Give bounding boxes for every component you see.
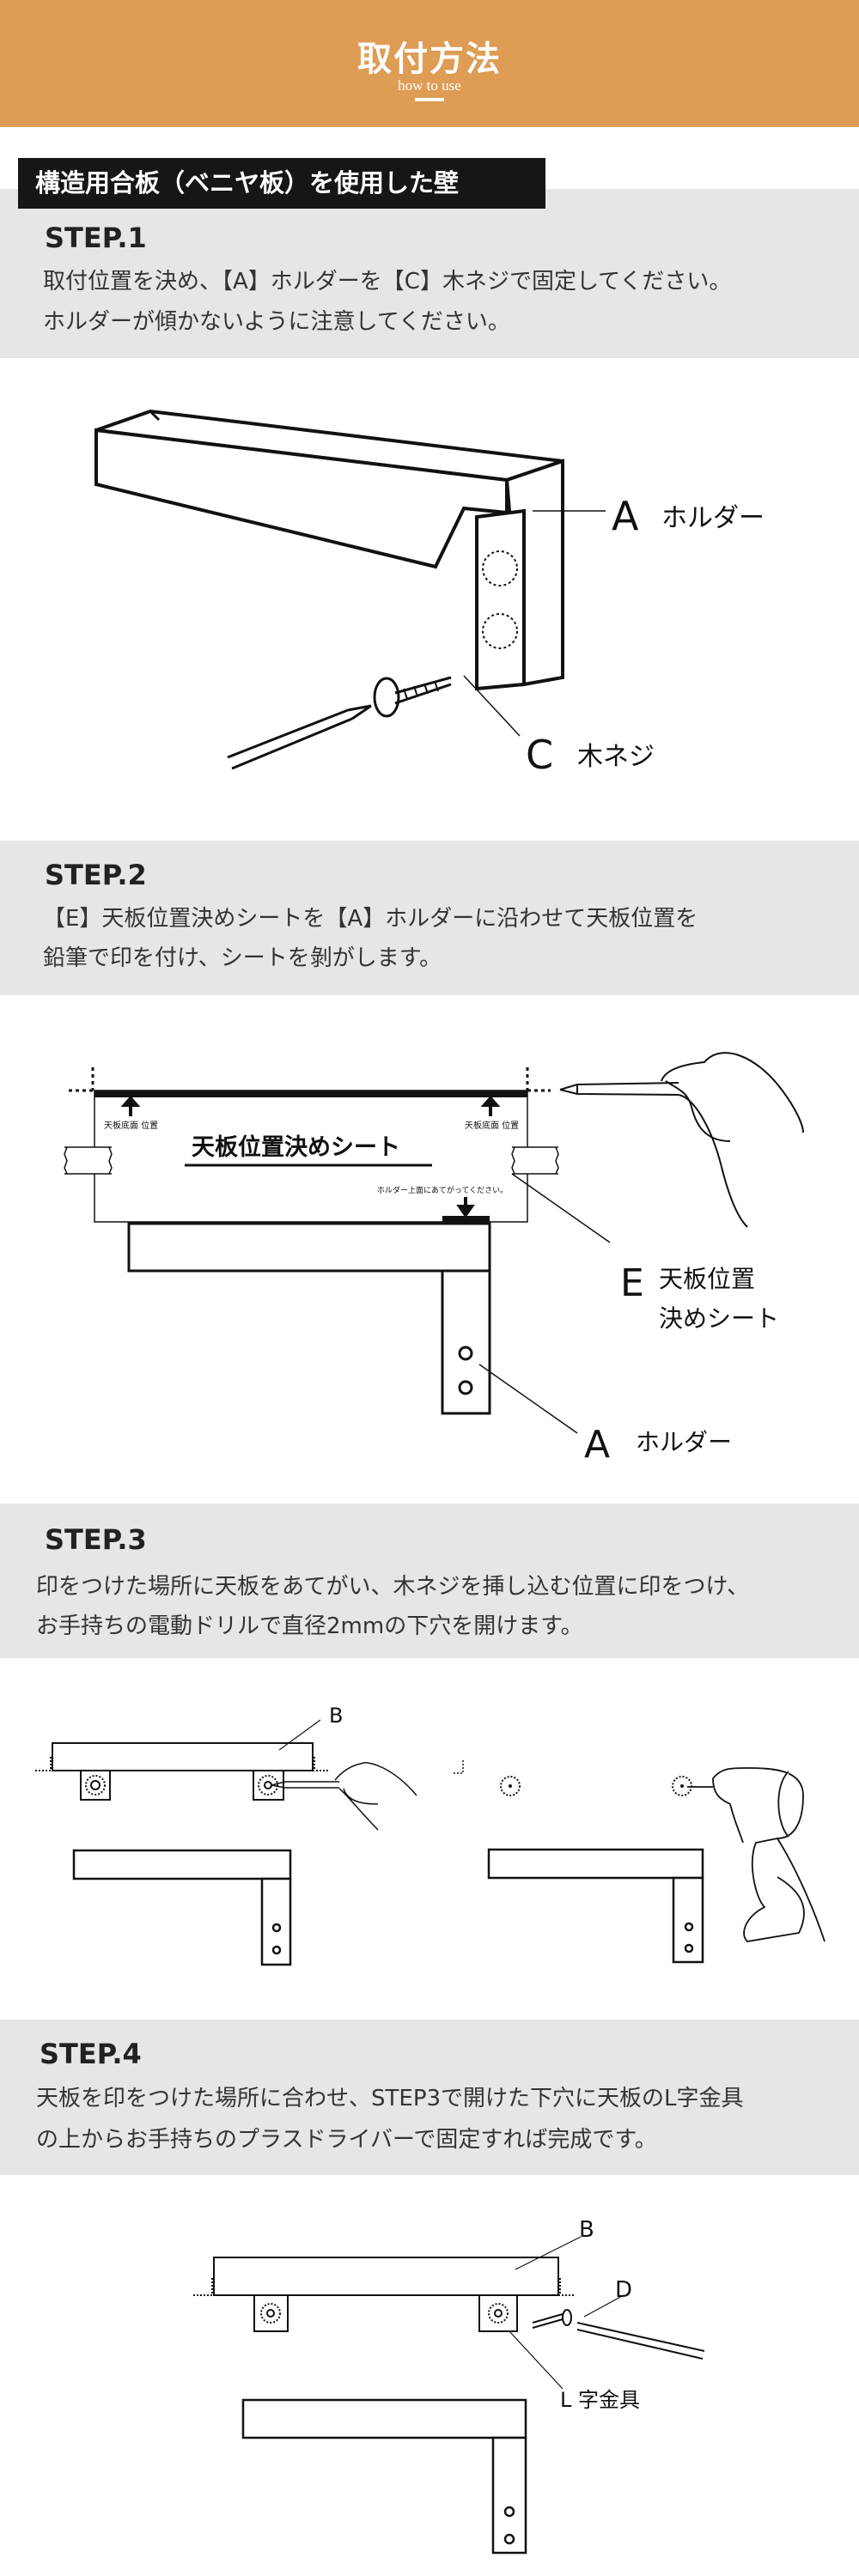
page-header: 取付方法 how to use bbox=[0, 0, 859, 127]
electric-drill-icon bbox=[687, 1767, 825, 1942]
bottom-position-left: 天板底面 位置 bbox=[104, 1120, 158, 1131]
holder-right bbox=[487, 1848, 704, 1964]
sheet-title: 天板位置決めシート bbox=[192, 1133, 400, 1161]
label-a-letter: A bbox=[584, 1423, 610, 1467]
pencil-hand-icon bbox=[559, 1052, 804, 1228]
tape-right bbox=[511, 1146, 559, 1175]
label-a-letter: A bbox=[612, 493, 639, 539]
step1-line2: ホルダーが傾かないように注意してください。 bbox=[43, 309, 510, 335]
label-e-letter: E bbox=[620, 1261, 644, 1305]
step2-title: STEP.2 bbox=[45, 859, 147, 891]
step1-line1: 取付位置を決め、【A】ホルダーを【C】木ネジで固定してください。 bbox=[43, 269, 732, 295]
position-sheet: 天板底面 位置 天板底面 位置 天板位置決めシート ホルダー上面にあてがってくだ… bbox=[64, 1067, 559, 1223]
screwdriver-icon bbox=[227, 704, 372, 770]
step1-band bbox=[0, 189, 859, 358]
bottom-position-right: 天板底面 位置 bbox=[465, 1120, 519, 1131]
step2-band bbox=[0, 841, 859, 995]
label-a-name: ホルダー bbox=[636, 1428, 732, 1456]
step2-diagram: 天板底面 位置 天板底面 位置 天板位置決めシート ホルダー上面にあてがってくだ… bbox=[64, 1052, 804, 1467]
step3-line2: お手持ちの電動ドリルで直径2mmの下穴を開けます。 bbox=[36, 1613, 583, 1639]
label-e-name-2: 決めシート bbox=[659, 1304, 779, 1333]
step3-diagram: B bbox=[35, 1704, 825, 1966]
label-l-bracket: L 字金具 bbox=[560, 2388, 640, 2412]
section-label: 構造用合板（ベニヤ板）を使用した壁 bbox=[18, 158, 545, 209]
step1-diagram: A ホルダー C 木ネジ bbox=[94, 409, 765, 778]
screw-screwdriver-icon bbox=[532, 2309, 705, 2360]
label-e-name-1: 天板位置 bbox=[659, 1265, 755, 1293]
step3-line1: 印をつけた場所に天板をあてがい、木ネジを挿し込む位置に印をつけ、 bbox=[36, 1574, 750, 1600]
label-a-name: ホルダー bbox=[661, 503, 765, 533]
label-c-letter: C bbox=[526, 732, 553, 778]
tape-left bbox=[64, 1146, 113, 1175]
step4-band bbox=[0, 2020, 859, 2175]
step2-line2: 鉛筆で印を付け、シートを剝がします。 bbox=[43, 945, 442, 971]
label-b-letter: B bbox=[579, 2217, 594, 2243]
holder-note: ホルダー上面にあてがってください。 bbox=[377, 1185, 508, 1195]
label-c-name: 木ネジ bbox=[577, 742, 655, 772]
step1-title: STEP.1 bbox=[45, 222, 147, 254]
step4-diagram: B D L 字金具 bbox=[193, 2217, 705, 2555]
holder-bottom bbox=[241, 2398, 527, 2555]
label-b-letter: B bbox=[329, 1704, 343, 1728]
wood-screw-icon bbox=[373, 676, 452, 718]
board-marking bbox=[35, 1742, 329, 1801]
step4-title: STEP.4 bbox=[40, 2038, 142, 2070]
pencil-hand-icon bbox=[271, 1762, 417, 1831]
label-d-letter: D bbox=[615, 2277, 632, 2303]
step3-title: STEP.3 bbox=[45, 1523, 147, 1556]
step2-line1: 【E】天板位置決めシートを【A】ホルダーに沿わせて天板位置を bbox=[43, 906, 698, 932]
holder-3d bbox=[94, 409, 564, 691]
step4-line2: の上からお手持ちのプラスドライバーで固定すれば完成です。 bbox=[36, 2127, 657, 2153]
page-title: 取付方法 bbox=[357, 39, 502, 79]
holder-left bbox=[72, 1849, 292, 1966]
title-underline bbox=[415, 98, 444, 101]
step4-line1: 天板を印をつけた場所に合わせ、STEP3で開けた下穴に天板のL字金具 bbox=[36, 2086, 744, 2111]
step3-band bbox=[0, 1504, 859, 1658]
page-subtitle: how to use bbox=[398, 77, 461, 94]
holder-front bbox=[127, 1222, 491, 1415]
board-fixing bbox=[193, 2257, 576, 2332]
